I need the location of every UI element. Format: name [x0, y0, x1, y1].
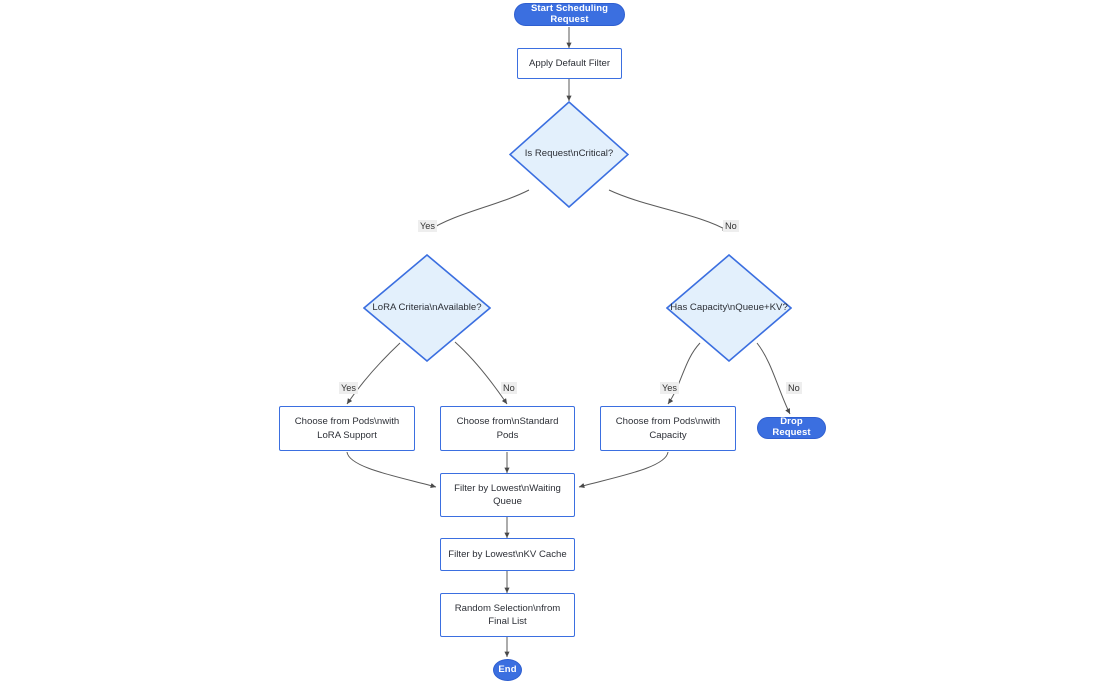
node-apply-default-filter-label: Apply Default Filter [528, 57, 611, 69]
node-choose-standard-pods[interactable]: Choose from\nStandard Pods [440, 406, 575, 451]
node-start[interactable]: Start Scheduling Request [514, 3, 625, 26]
node-drop-request-label: Drop Request [772, 416, 811, 438]
node-filter-waiting-queue-label: Filter by Lowest\nWaiting Queue [454, 482, 561, 507]
node-random-selection[interactable]: Random Selection\nfrom Final List [440, 593, 575, 637]
diamond-shape-icon [666, 254, 792, 362]
node-start-label: Start Scheduling Request [530, 2, 609, 25]
node-filter-waiting-queue[interactable]: Filter by Lowest\nWaiting Queue [440, 473, 575, 517]
edge-choose-lora-to-filter-queue [346, 451, 437, 489]
edge-label-lora-yes: Yes [339, 382, 358, 395]
node-lora-criteria-available[interactable]: LoRA Criteria\nAvailable? [363, 254, 491, 362]
edge-label-critical-yes: Yes [418, 220, 437, 233]
node-is-request-critical-label: Is Request\nCritical? [524, 148, 614, 160]
edge-label-capacity-yes: Yes [660, 382, 679, 395]
edge-label-capacity-no: No [786, 382, 802, 395]
node-has-capacity[interactable]: Has Capacity\nQueue+KV? [666, 254, 792, 362]
node-choose-lora-pods-label: Choose from Pods\nwith LoRA Support [294, 416, 400, 441]
node-filter-kv-cache[interactable]: Filter by Lowest\nKV Cache [440, 538, 575, 571]
node-choose-lora-pods[interactable]: Choose from Pods\nwith LoRA Support [279, 406, 415, 451]
node-drop-request[interactable]: Drop Request [757, 416, 826, 439]
node-filter-kv-cache-label: Filter by Lowest\nKV Cache [448, 548, 567, 560]
node-apply-default-filter[interactable]: Apply Default Filter [517, 48, 622, 79]
diamond-shape-icon [363, 254, 491, 362]
node-choose-capacity-pods-label: Choose from Pods\nwith Capacity [615, 416, 721, 441]
node-choose-standard-pods-label: Choose from\nStandard Pods [456, 416, 559, 441]
node-is-request-critical[interactable]: Is Request\nCritical? [509, 101, 629, 208]
node-lora-criteria-available-label: LoRA Criteria\nAvailable? [372, 301, 482, 313]
node-end[interactable]: End [493, 659, 522, 681]
diamond-shape-icon [509, 101, 629, 208]
edge-label-lora-no: No [501, 382, 517, 395]
node-random-selection-label: Random Selection\nfrom Final List [454, 602, 561, 627]
edge-choose-capacity-to-filter-queue [578, 451, 669, 489]
node-end-label: End [498, 663, 517, 675]
node-choose-capacity-pods[interactable]: Choose from Pods\nwith Capacity [600, 406, 736, 451]
edge-label-critical-no: No [723, 220, 739, 233]
node-has-capacity-label: Has Capacity\nQueue+KV? [670, 301, 788, 313]
